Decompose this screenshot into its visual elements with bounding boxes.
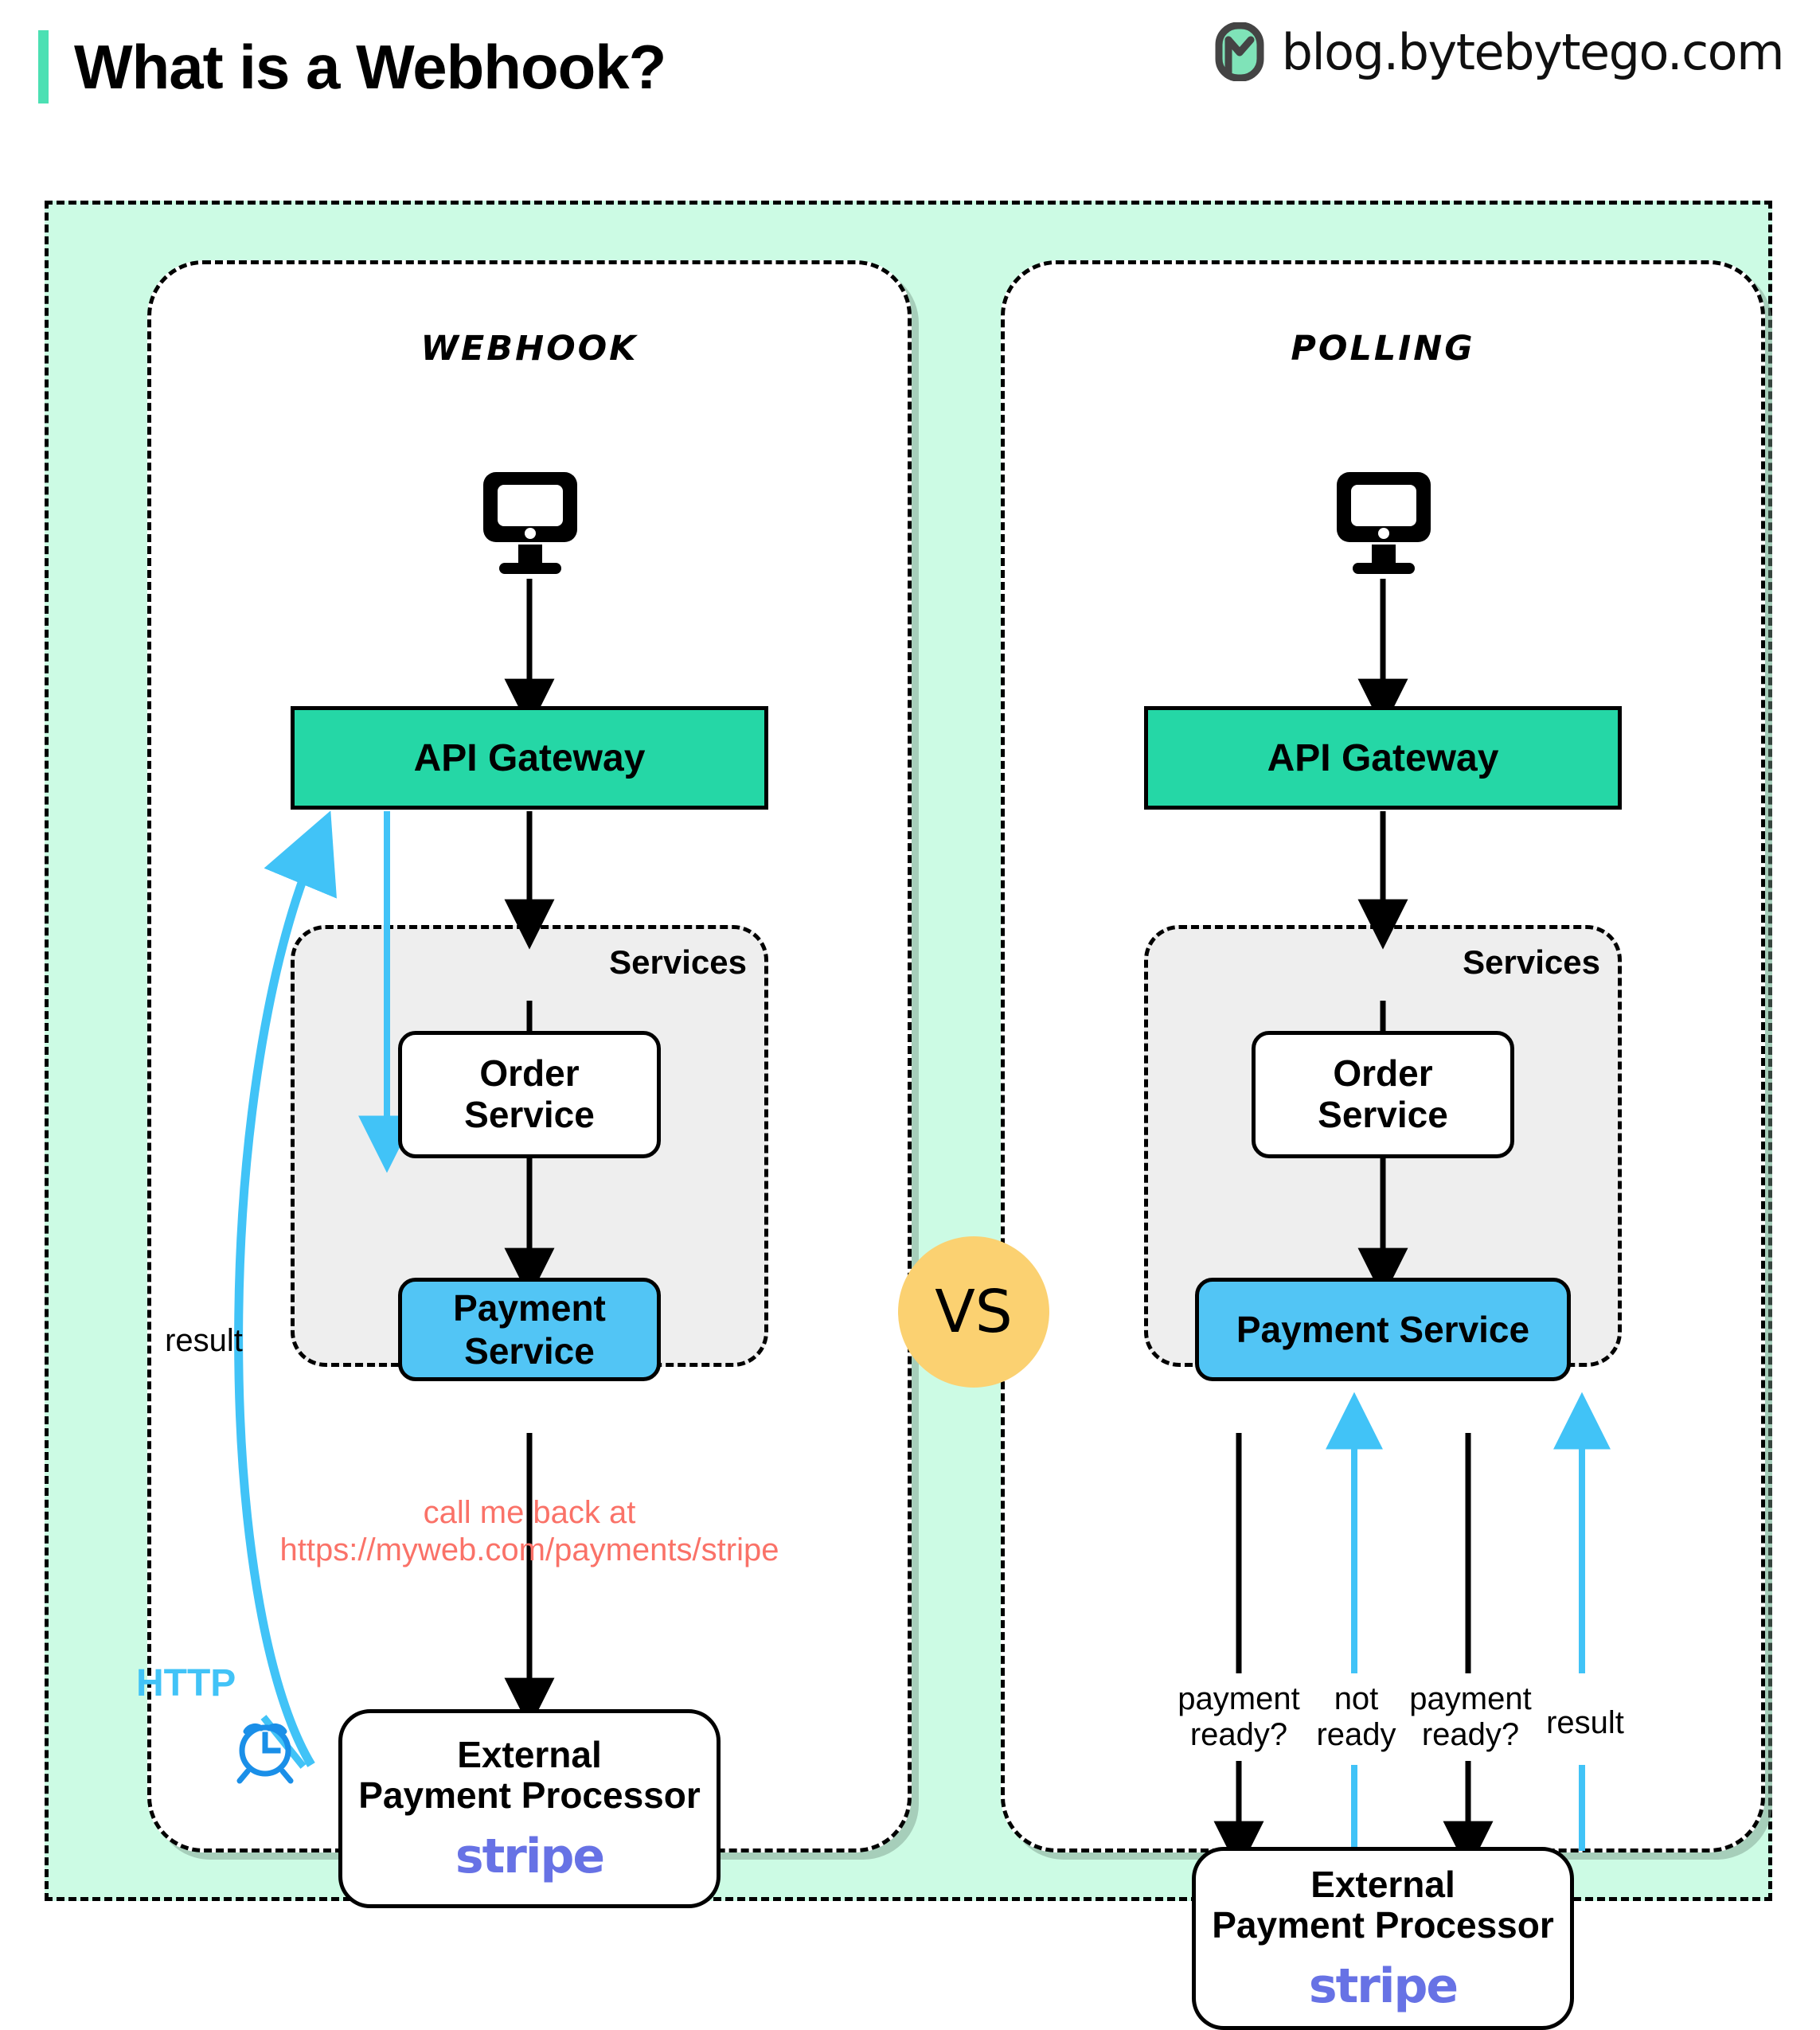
api-gateway-label: API Gateway bbox=[413, 736, 646, 779]
poll2-line1: payment bbox=[1409, 1681, 1532, 1716]
callback-url-note: call me back at https://myweb.com/paymen… bbox=[251, 1494, 808, 1569]
result-label-polling: result bbox=[1546, 1705, 1624, 1740]
services-label-polling: Services bbox=[1463, 943, 1600, 981]
notready-line1: not bbox=[1334, 1681, 1379, 1716]
poll-request-label-1: payment ready? bbox=[1159, 1681, 1318, 1753]
diagram-container: Webhook API Gateway Services Order Servi… bbox=[45, 201, 1772, 2030]
brand-name: blog.bytebytego.com bbox=[1281, 22, 1785, 81]
title-group: What is a Webhook? bbox=[38, 30, 666, 103]
services-label-webhook: Services bbox=[609, 943, 747, 981]
alarm-clock-icon bbox=[228, 1711, 302, 1784]
processor-line2: Payment Processor bbox=[358, 1774, 701, 1816]
processor-line1: External bbox=[457, 1734, 602, 1776]
page-title: What is a Webhook? bbox=[74, 32, 666, 102]
panel-title-webhook: Webhook bbox=[420, 314, 639, 372]
order-service-line2: Service bbox=[1318, 1094, 1448, 1135]
page-header: What is a Webhook? blog.bytebytego.com bbox=[0, 0, 1820, 134]
order-service-line2: Service bbox=[464, 1094, 595, 1135]
brand-group[interactable]: blog.bytebytego.com bbox=[1215, 22, 1785, 81]
result-label-webhook: result bbox=[165, 1323, 243, 1358]
order-service-line1: Order bbox=[1333, 1052, 1433, 1095]
poll2-line2: ready? bbox=[1421, 1716, 1520, 1752]
poll-request-label-2: payment ready? bbox=[1391, 1681, 1550, 1753]
payment-service-label: Payment Service bbox=[1236, 1309, 1530, 1350]
bytebytego-logo-icon bbox=[1215, 22, 1264, 81]
callback-line-2: https://myweb.com/payments/stripe bbox=[279, 1532, 779, 1568]
order-service-polling[interactable]: Order Service bbox=[1252, 1031, 1514, 1158]
api-gateway-polling[interactable]: API Gateway bbox=[1144, 706, 1622, 810]
poll1-line1: payment bbox=[1178, 1681, 1300, 1716]
processor-line2: Payment Processor bbox=[1212, 1904, 1554, 1946]
external-payment-processor-webhook[interactable]: External Payment Processor stripe bbox=[338, 1709, 721, 1908]
order-service-line1: Order bbox=[479, 1052, 580, 1095]
notready-line2: ready bbox=[1316, 1716, 1396, 1752]
order-service-webhook[interactable]: Order Service bbox=[398, 1031, 661, 1158]
poll1-line2: ready? bbox=[1189, 1716, 1288, 1752]
panel-title-polling: Polling bbox=[1291, 314, 1475, 372]
processor-line1: External bbox=[1310, 1864, 1455, 1906]
stripe-logo-webhook: stripe bbox=[455, 1828, 605, 1884]
monitor-icon-webhook bbox=[478, 467, 582, 579]
http-label: HTTP bbox=[136, 1662, 236, 1704]
monitor-icon-polling bbox=[1332, 467, 1435, 579]
payment-service-polling[interactable]: Payment Service bbox=[1195, 1278, 1571, 1381]
api-gateway-webhook[interactable]: API Gateway bbox=[291, 706, 768, 810]
vs-badge: VS bbox=[898, 1236, 1049, 1388]
payment-service-label: Payment Service bbox=[453, 1287, 606, 1372]
api-gateway-label: API Gateway bbox=[1267, 736, 1499, 779]
title-accent-bar bbox=[38, 30, 49, 103]
stripe-logo-polling: stripe bbox=[1308, 1958, 1459, 2014]
callback-line-1: call me back at bbox=[423, 1495, 636, 1530]
payment-service-webhook[interactable]: Payment Service bbox=[398, 1278, 661, 1381]
poll-response-not-ready-label: not ready bbox=[1299, 1681, 1414, 1753]
external-payment-processor-polling[interactable]: External Payment Processor stripe bbox=[1192, 1847, 1574, 2030]
